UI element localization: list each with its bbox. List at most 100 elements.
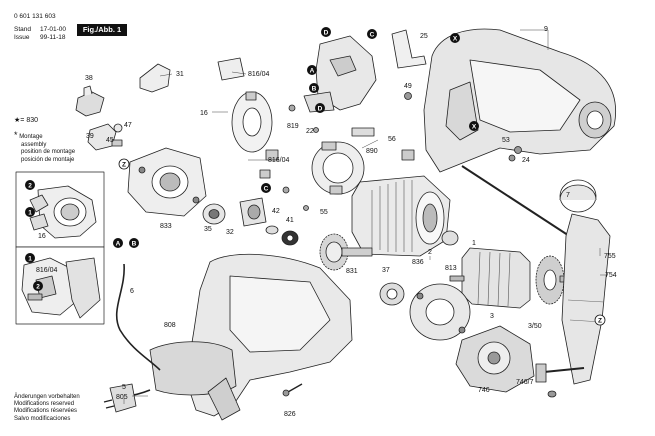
fan [265, 225, 299, 246]
brush-holder-ring [311, 141, 365, 195]
legend-830: ★= 830 [14, 117, 38, 125]
screw-826 [282, 383, 303, 397]
callout-letter: 1 [28, 210, 32, 217]
gear-housing [409, 283, 471, 341]
callout-letter: Z [598, 318, 602, 325]
switch-knob [75, 85, 105, 117]
motor-housing-shell [423, 28, 616, 173]
callout-letter: C [370, 32, 375, 39]
legend-montage: * Montage assembly position de montage p… [14, 130, 76, 164]
part-label: 826 [284, 411, 296, 418]
callout-letter: X [453, 36, 458, 43]
part-label: 816/04 [268, 157, 290, 164]
callout-letter: Z [122, 162, 126, 169]
part-label: 45 [106, 137, 114, 144]
clip-part [391, 29, 427, 69]
footer-notes: Änderungen vorbehalten Modifications res… [14, 394, 80, 423]
figure-label: Fig./Abb. 1 [77, 24, 127, 36]
part-label: 836 [412, 259, 424, 266]
callout-letter: D [318, 106, 323, 113]
part-label: 3/50 [528, 323, 542, 330]
stand-label: Stand [14, 26, 31, 33]
legend-830-text: = 830 [20, 117, 38, 124]
legend-montage-line: posición de montaje [21, 156, 75, 163]
legend-montage-line: assembly [21, 141, 47, 148]
part-label: 755 [604, 253, 616, 260]
part-label: 746/7 [516, 379, 534, 386]
inset-brush-holder [21, 257, 101, 319]
footer-line: Änderungen vorbehalten [14, 394, 80, 400]
part-label: 5 [122, 384, 126, 391]
callout-letter: A [310, 68, 315, 75]
doc-number: 0 601 131 603 [14, 13, 56, 20]
part-label: 9 [544, 26, 548, 33]
bearing [202, 203, 226, 225]
part-label: 53 [502, 137, 510, 144]
stand-value: 17-01-00 [40, 26, 67, 33]
callouts: A B C D C D Z Z X X A B 2 1 1 2 [25, 27, 606, 326]
callout-letter: B [132, 241, 137, 248]
leader-lines [123, 29, 608, 404]
part-label: 890 [366, 148, 378, 155]
callout-letter: D [324, 30, 329, 37]
star-icon: ★ [14, 117, 21, 124]
part-label: 816/04 [36, 267, 58, 274]
part-label: 22 [306, 128, 314, 135]
part-label: 38 [85, 75, 93, 82]
part-label: 808 [164, 322, 176, 329]
brush-plate-top [217, 57, 279, 179]
part-label: 6 [130, 288, 134, 295]
part-label: 16 [200, 110, 208, 117]
part-label: 3 [490, 313, 494, 320]
armature [449, 247, 587, 309]
part-label: 55 [320, 209, 328, 216]
part-label: 819 [287, 123, 299, 130]
callout-letter: X [472, 124, 477, 131]
callout-letter: 2 [36, 284, 40, 291]
callout-letter: 1 [28, 256, 32, 263]
part-label: 833 [160, 223, 172, 230]
part-label: 42 [272, 208, 280, 215]
carbon-brush [239, 197, 267, 227]
part-label: 32 [226, 229, 234, 236]
part-label: 1 [472, 240, 476, 247]
callout-letter: A [116, 241, 121, 248]
part-label: 39 [86, 133, 94, 140]
switch-parts [87, 123, 123, 151]
part-label: 24 [522, 157, 530, 164]
footer-line: Salvo modificaciones [14, 415, 71, 422]
part-label: 746 [478, 387, 490, 394]
part-label: 754 [605, 272, 617, 279]
part-label: 31 [176, 71, 184, 78]
inset-field-assembly [29, 185, 97, 239]
callout-letter: 2 [28, 183, 32, 190]
drill-main-housing [149, 253, 353, 421]
part-label: 831 [346, 268, 358, 275]
callout-letter: C [264, 186, 269, 193]
drill-chuck [455, 325, 535, 393]
bearing-813 [441, 230, 459, 246]
asterisk-icon: * [14, 130, 18, 140]
footer-line: Modifications reserved [14, 401, 75, 408]
screws-right [404, 92, 522, 162]
part-label: 47 [124, 122, 132, 129]
part-label: 813 [445, 265, 457, 272]
cap-part [139, 63, 171, 93]
chuck-key [535, 363, 585, 398]
legend-montage-line: position de montage [21, 149, 76, 155]
footer-line: Modifications réservées [14, 408, 78, 415]
intermediate-gear [319, 233, 373, 271]
auxiliary-handle [559, 179, 611, 385]
issue-value: 99-11-18 [40, 34, 66, 41]
part-label: 16 [38, 233, 46, 240]
part-label: 41 [286, 217, 294, 224]
issue-label: Issue [14, 34, 30, 41]
stator [351, 175, 451, 257]
part-label: 56 [388, 136, 396, 143]
power-cable [103, 263, 161, 413]
part-label: 25 [420, 33, 428, 40]
bearing-ring [379, 282, 405, 306]
rear-bearing-plate [127, 147, 207, 217]
part-label: 37 [382, 267, 390, 274]
